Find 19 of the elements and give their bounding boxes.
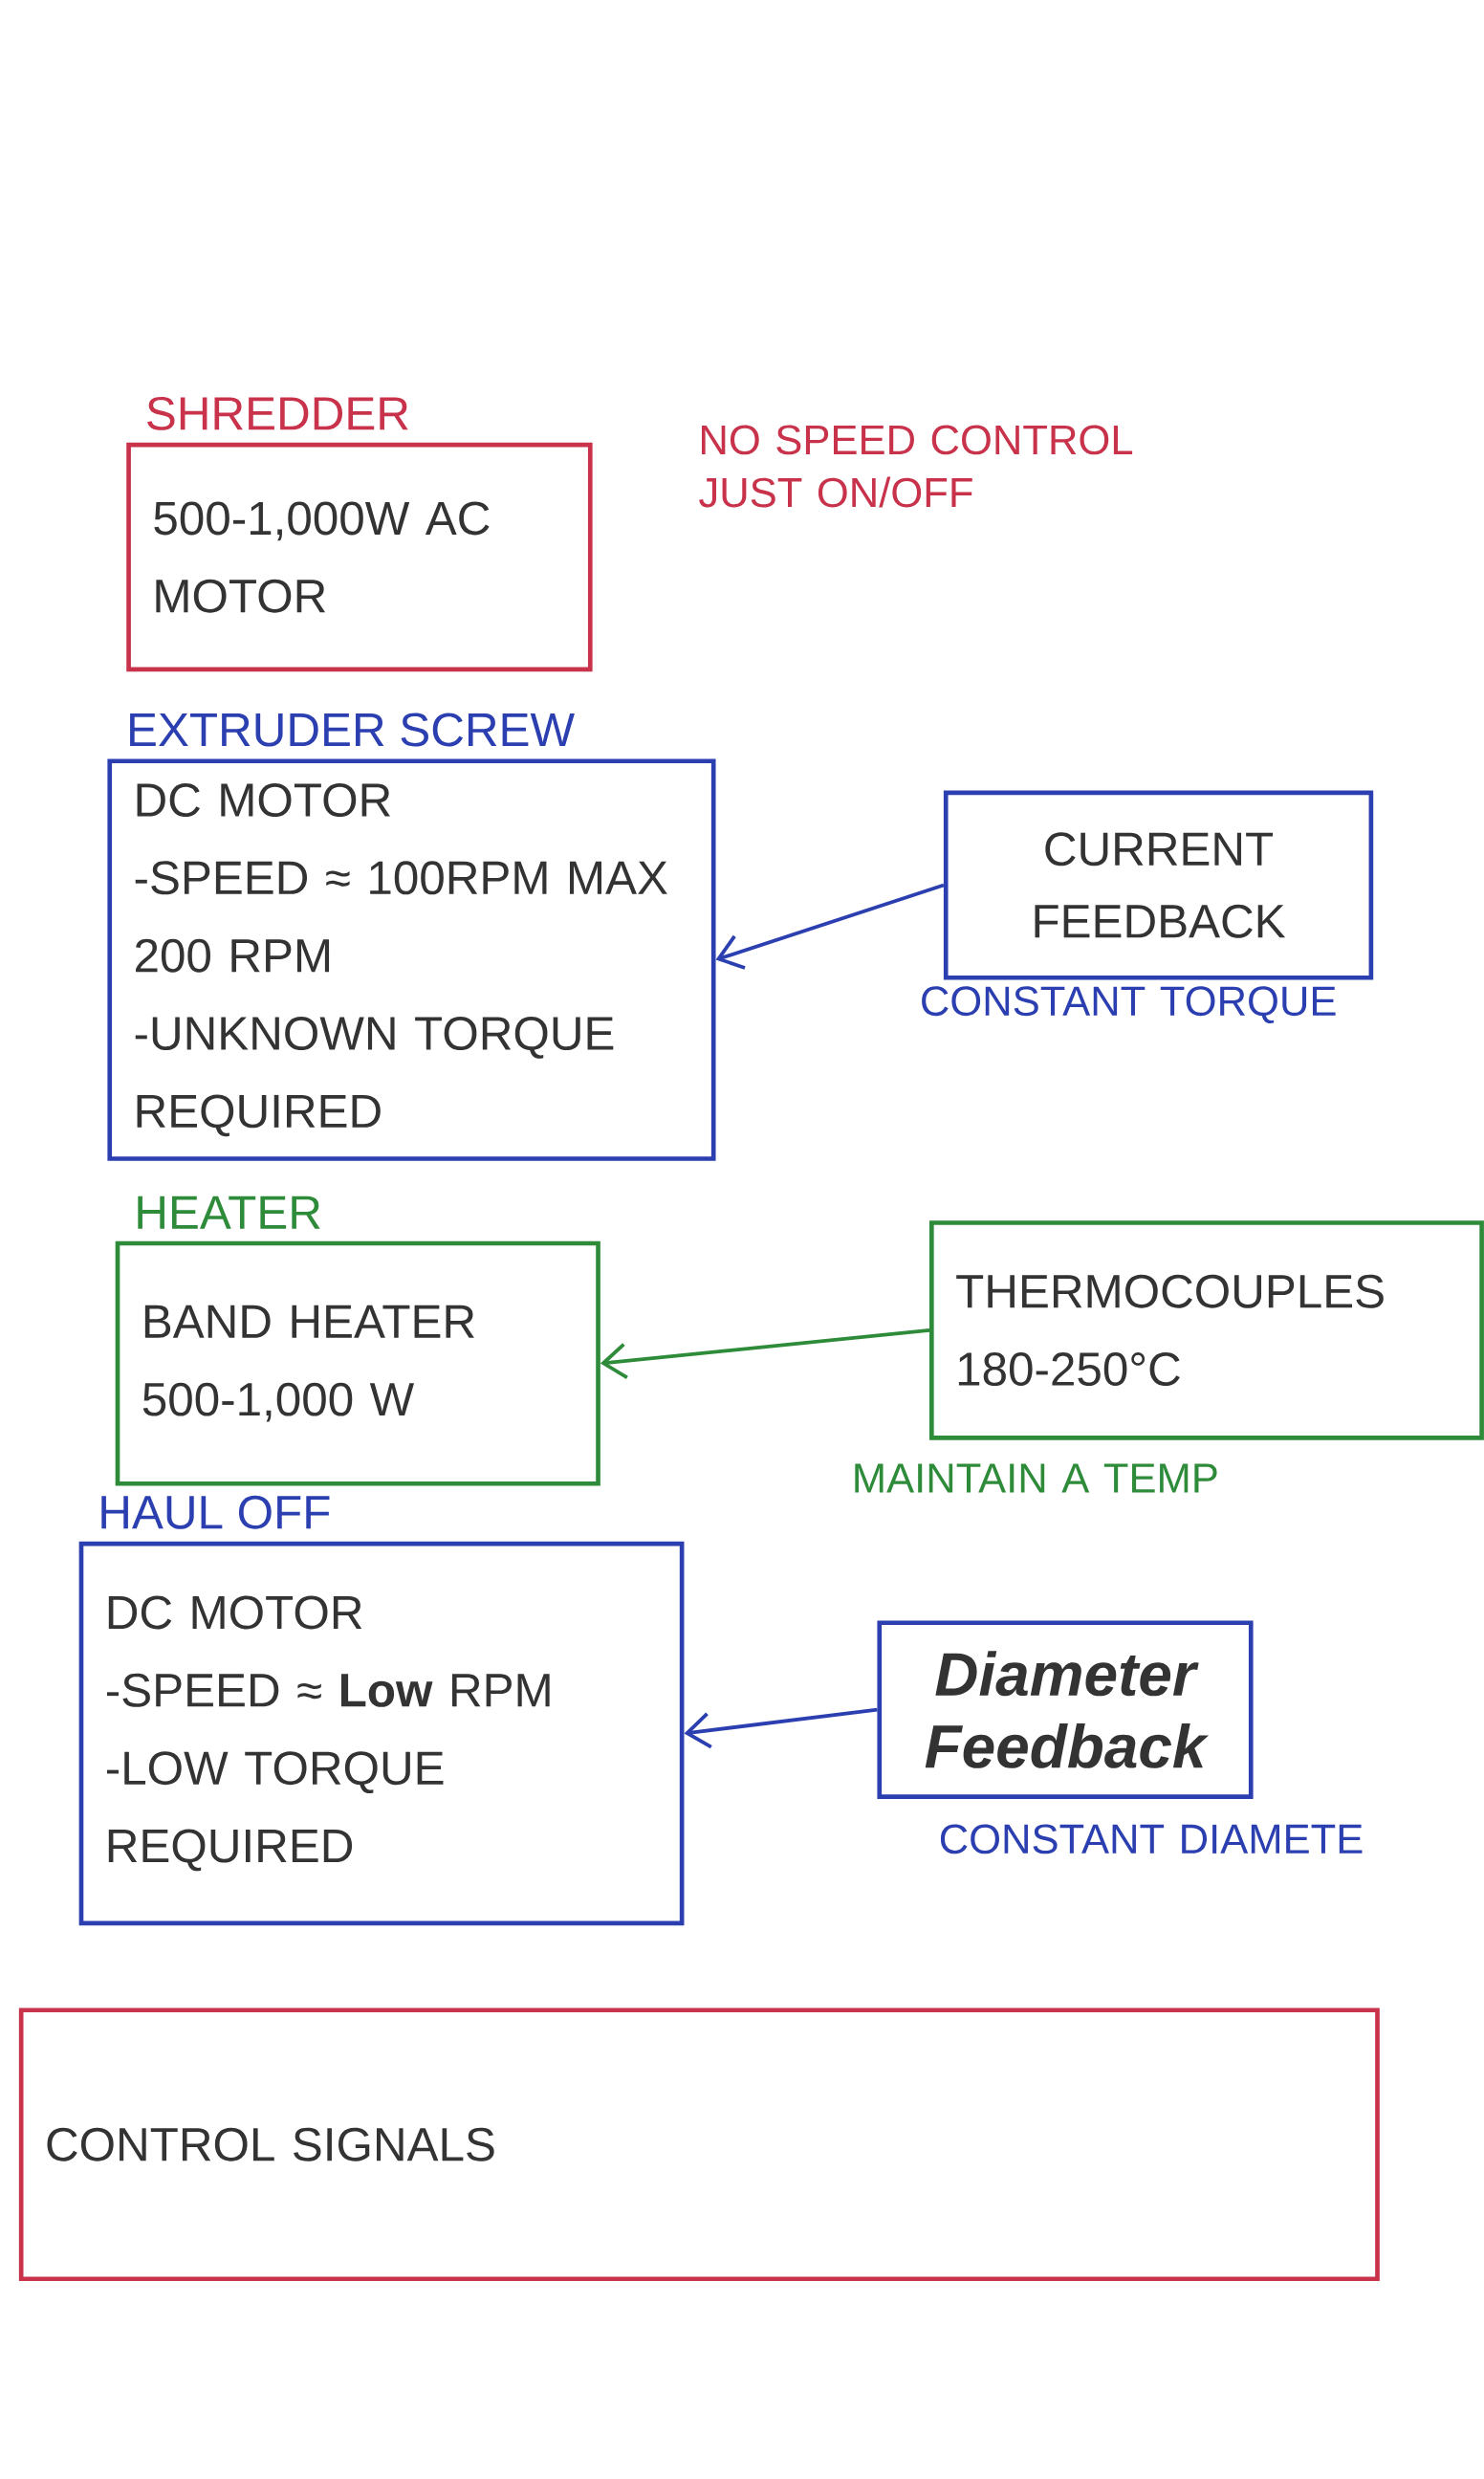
note: CONSTANT DIAMETE [940, 1824, 1363, 1854]
arrow [684, 1707, 878, 1749]
box: CURRENT FEEDBACK [943, 790, 1374, 980]
box-heading: HAUL OFF [101, 1495, 330, 1529]
box: DC MOTOR -SPEED ≈ 100RPM MAX 200 RPM -UNKNOWN TORQUE REQUIRED [107, 758, 716, 1161]
box: CONTROL SIGNALS [18, 2007, 1380, 2282]
note: MAINTAIN A TEMP [855, 1463, 1217, 1493]
note: CONSTANT TORQUE [922, 986, 1336, 1023]
box: Diameter Feedback [877, 1620, 1254, 1799]
box: DC MOTOR -SPEED ≈ Low RPM -LOW TORQUE REQUIRED [78, 1541, 685, 1926]
note: NO SPEED CONTROL JUST ON/OFF [699, 425, 1132, 508]
arrow [600, 1328, 930, 1379]
arrow [715, 883, 945, 970]
box: BAND HEATER 500-1,000 W [115, 1240, 600, 1486]
box-heading: SHREDDER [147, 396, 408, 430]
box-heading: EXTRUDER SCREW [129, 713, 575, 747]
box: 500-1,000W AC MOTOR [126, 442, 593, 672]
box: THERMOCOUPLES 180-250°C [928, 1220, 1484, 1440]
box-heading: HEATER [138, 1196, 320, 1229]
